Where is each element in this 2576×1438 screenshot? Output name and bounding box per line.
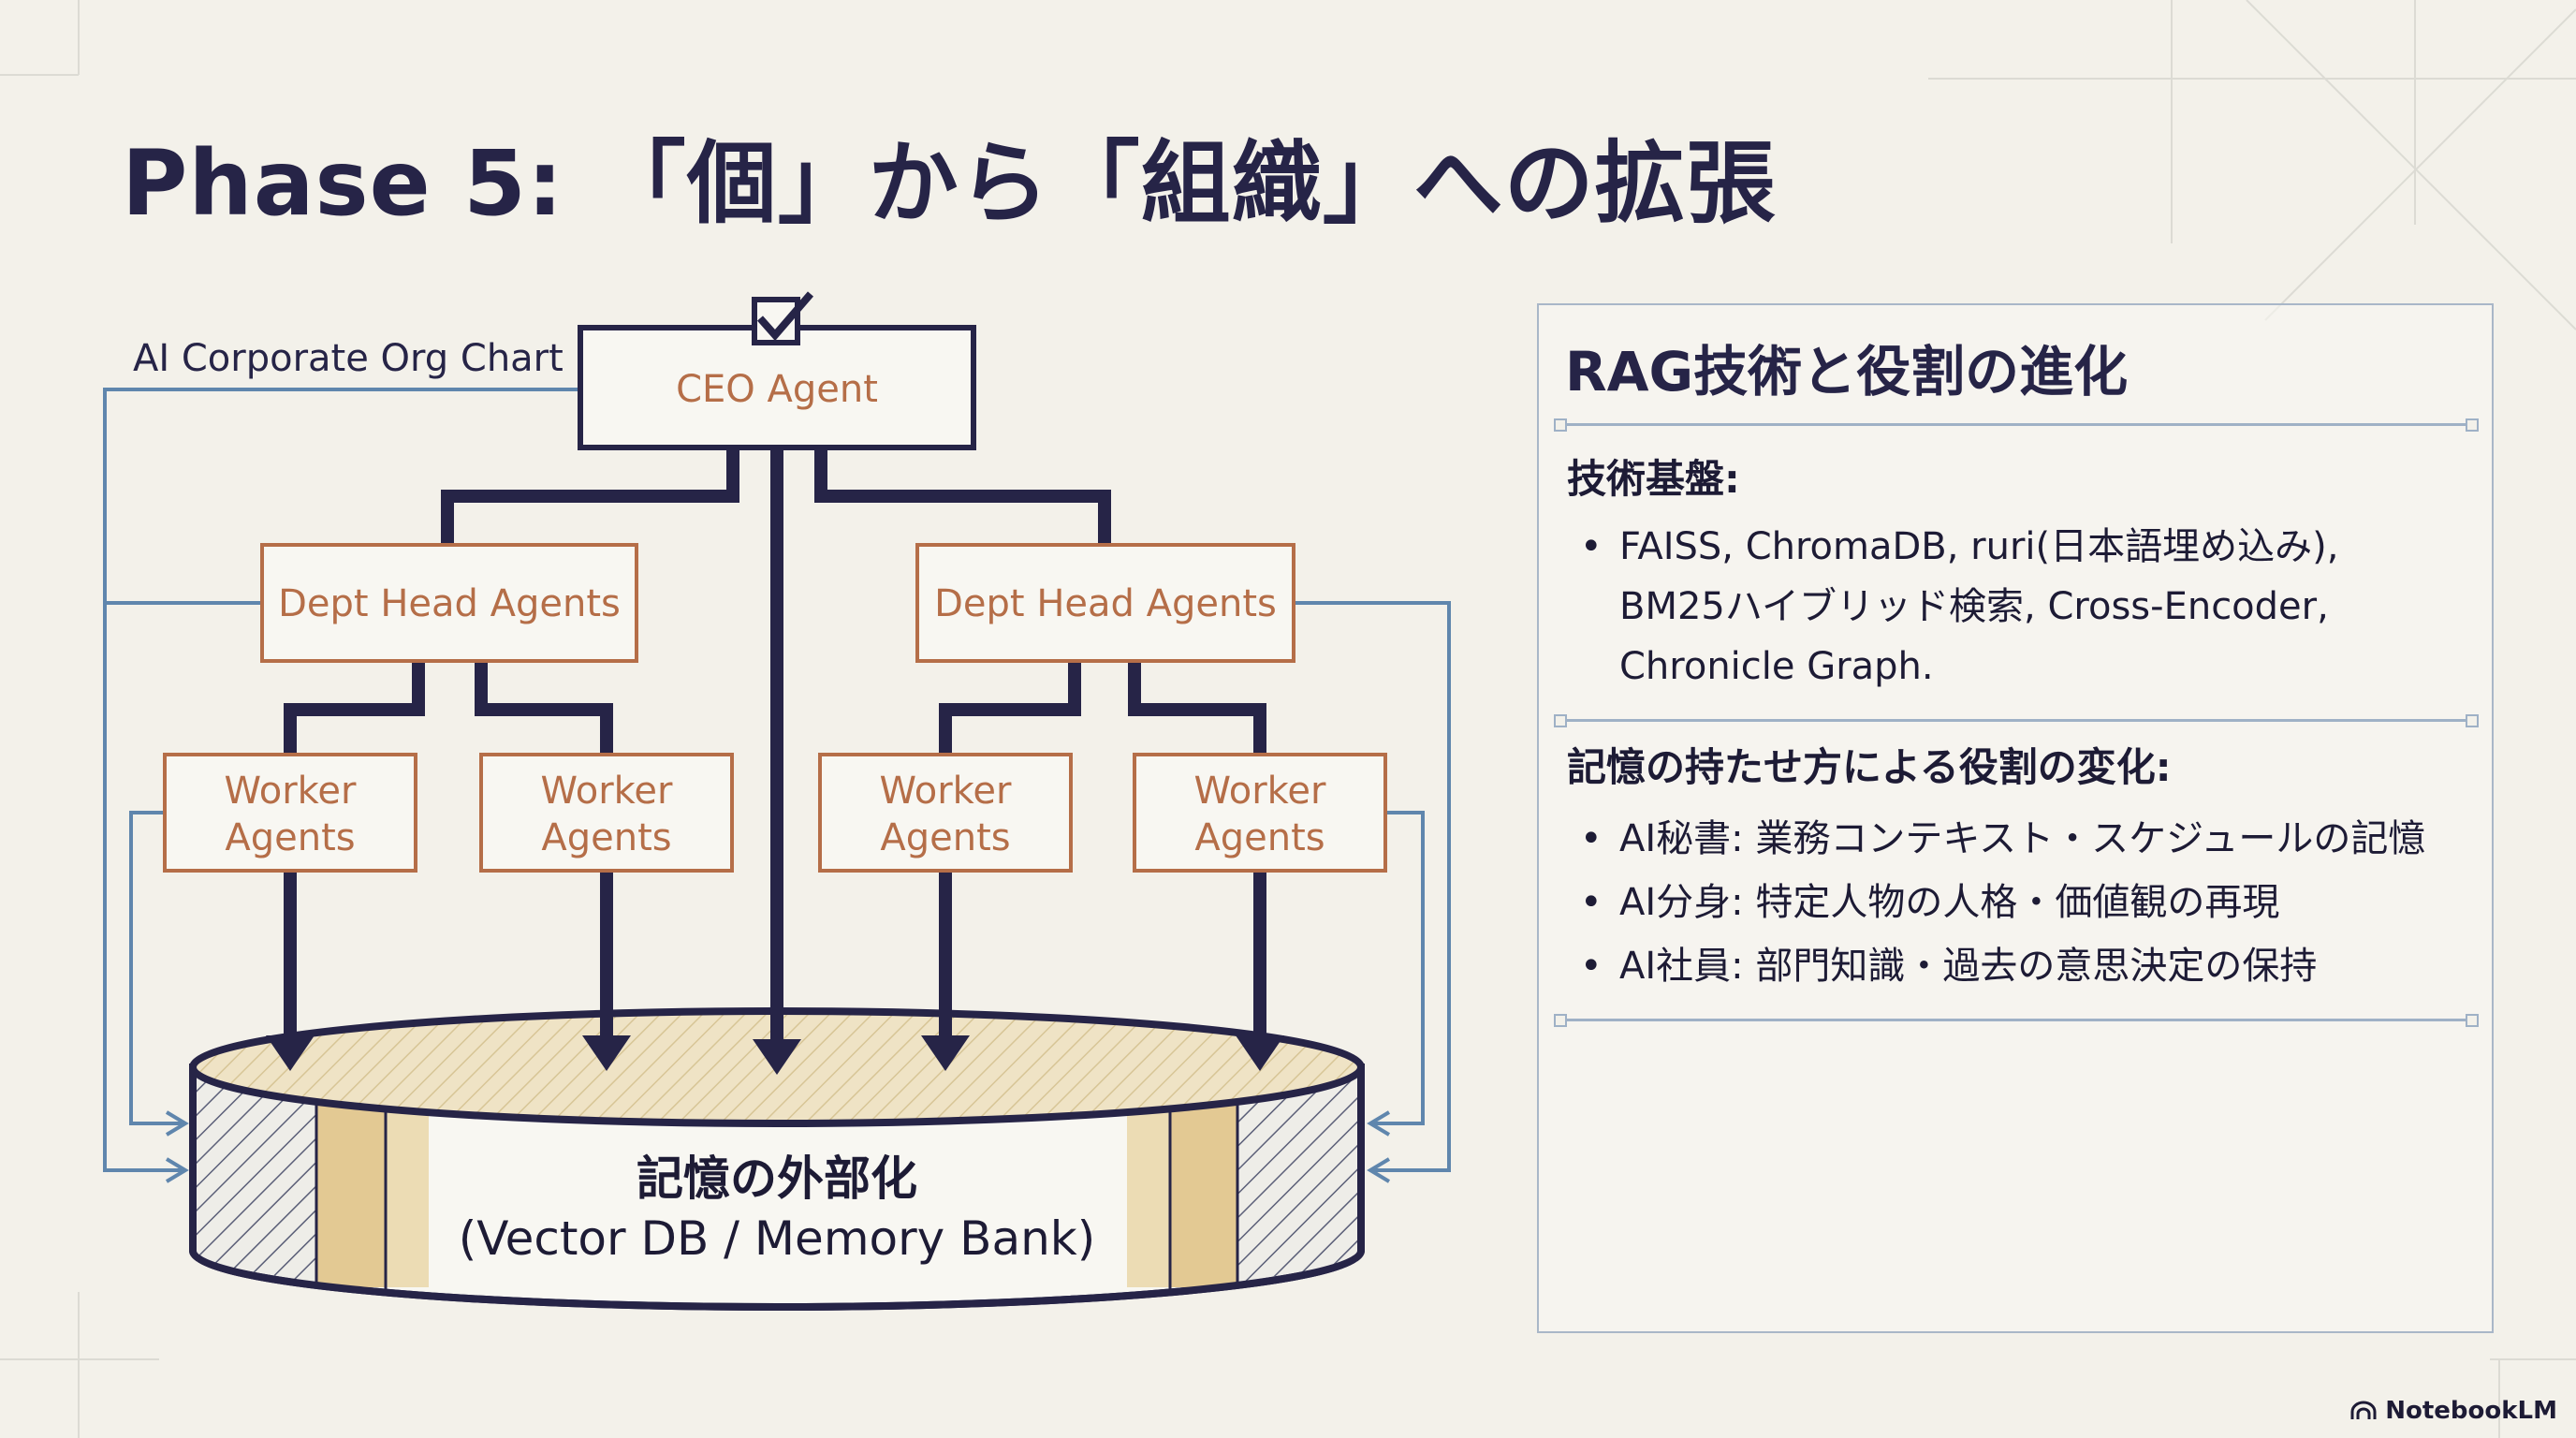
dept-head-node-1: Dept Head Agents bbox=[260, 543, 638, 663]
worker-node-2: Worker Agents bbox=[479, 753, 734, 873]
checkmark-icon bbox=[752, 291, 814, 345]
tech-list: FAISS, ChromaDB, ruri(日本語埋め込み), BM25ハイブリ… bbox=[1567, 517, 2338, 697]
rag-info-panel: RAG技術と役割の進化 技術基盤: FAISS, ChromaDB, ruri(… bbox=[1537, 303, 2494, 1333]
divider bbox=[1554, 1014, 2479, 1027]
divider bbox=[1554, 714, 2479, 727]
memory-database: 記憶の外部化 (Vector DB / Memory Bank) bbox=[189, 1007, 1365, 1311]
tech-line: Chronicle Graph. bbox=[1619, 645, 1934, 688]
dept-head-label: Dept Head Agents bbox=[278, 582, 621, 625]
notebooklm-logo-icon bbox=[2350, 1401, 2377, 1419]
worker-label-line2: Agents bbox=[225, 816, 355, 859]
tech-item: FAISS, ChromaDB, ruri(日本語埋め込み), bbox=[1567, 517, 2338, 577]
ceo-label: CEO Agent bbox=[676, 368, 878, 411]
tech-continuation: Chronicle Graph. bbox=[1567, 637, 2338, 697]
role-item: AI秘書: 業務コンテキスト・スケジュールの記憶 bbox=[1567, 807, 2425, 871]
worker-node-4: Worker Agents bbox=[1133, 753, 1387, 873]
worker-node-1: Worker Agents bbox=[163, 753, 417, 873]
role-item: AI分身: 特定人物の人格・価値観の再現 bbox=[1567, 871, 2425, 934]
worker-label-line1: Worker bbox=[541, 770, 673, 813]
memory-arrows bbox=[266, 1035, 1284, 1075]
worker-label-line2: Agents bbox=[880, 816, 1010, 859]
brand-watermark: NotebookLM bbox=[2349, 1397, 2557, 1425]
divider bbox=[1554, 418, 2479, 432]
dept-head-node-2: Dept Head Agents bbox=[915, 543, 1295, 663]
worker-label-line1: Worker bbox=[1194, 770, 1326, 813]
tech-heading: 技術基盤: bbox=[1567, 456, 1740, 502]
tech-line: FAISS, ChromaDB, ruri(日本語埋め込み), bbox=[1619, 525, 2339, 568]
roles-heading: 記憶の持たせ方による役割の変化: bbox=[1567, 744, 2172, 790]
dept-head-label: Dept Head Agents bbox=[934, 582, 1277, 625]
worker-label-line1: Worker bbox=[225, 770, 357, 813]
worker-node-3: Worker Agents bbox=[818, 753, 1073, 873]
page-title: Phase 5: 「個」から「組織」への拡張 bbox=[122, 131, 1777, 236]
tech-line: BM25ハイブリッド検索, Cross-Encoder, bbox=[1619, 585, 2329, 628]
roles-list: AI秘書: 業務コンテキスト・スケジュールの記憶 AI分身: 特定人物の人格・価… bbox=[1567, 807, 2425, 998]
worker-label-line2: Agents bbox=[1194, 816, 1325, 859]
tech-continuation: BM25ハイブリッド検索, Cross-Encoder, bbox=[1567, 577, 2338, 637]
ceo-node: CEO Agent bbox=[578, 291, 976, 450]
org-chart-label: AI Corporate Org Chart bbox=[133, 337, 564, 380]
hierarchy-connectors bbox=[284, 448, 1266, 1039]
worker-label-line1: Worker bbox=[880, 770, 1012, 813]
panel-title: RAG技術と役割の進化 bbox=[1565, 340, 2129, 404]
feedback-connectors bbox=[103, 388, 1451, 1183]
worker-label-line2: Agents bbox=[541, 816, 671, 859]
memory-title: 記憶の外部化 bbox=[637, 1152, 917, 1206]
memory-subtitle: (Vector DB / Memory Bank) bbox=[459, 1211, 1096, 1266]
role-item: AI社員: 部門知識・過去の意思決定の保持 bbox=[1567, 934, 2425, 998]
brand-name: NotebookLM bbox=[2385, 1397, 2557, 1425]
